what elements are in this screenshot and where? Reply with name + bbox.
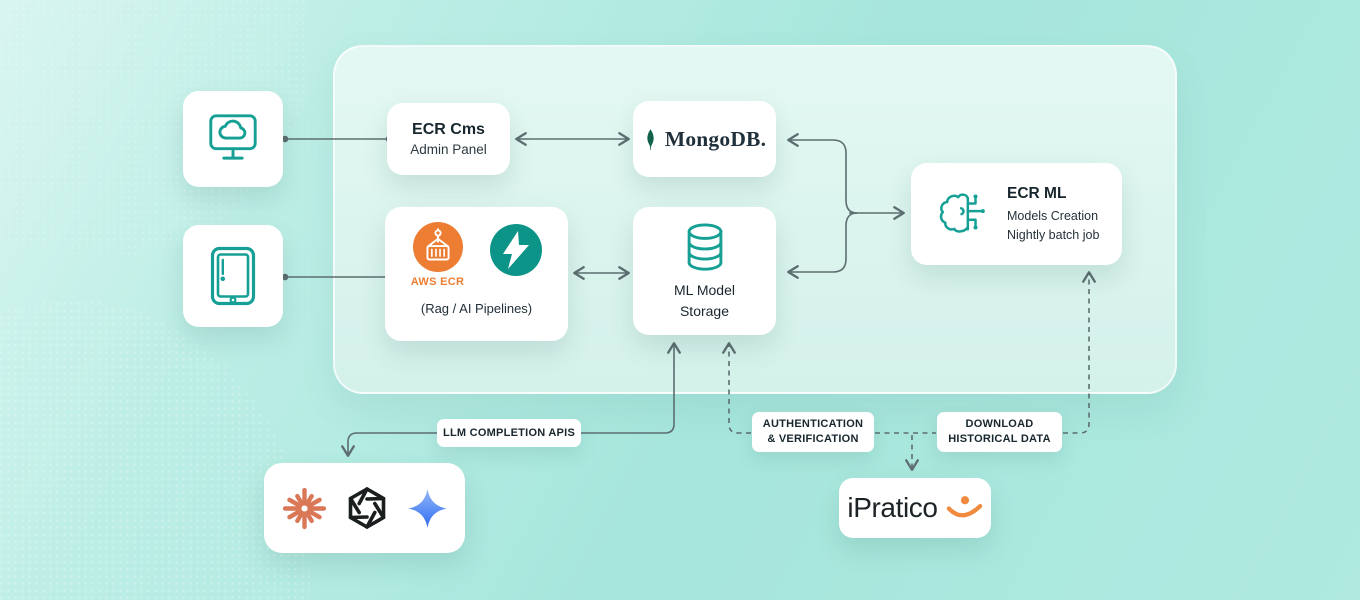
ipratico-smile-icon xyxy=(946,496,982,518)
rag-caption: (Rag / AI Pipelines) xyxy=(420,301,533,316)
anthropic-sunburst-icon xyxy=(282,487,326,529)
dotted-texture-bottom-left xyxy=(0,300,310,600)
mongodb-node: MongoDB. xyxy=(633,101,776,177)
tablet-icon xyxy=(210,246,256,306)
ipratico-wordmark: iPratico xyxy=(847,492,938,523)
llm-providers-node xyxy=(264,463,465,553)
rag-pipelines-node: AWS ECR (Rag / AI Pipelines) xyxy=(385,207,568,341)
llm-completion-apis-label: LLM COMPLETION APIS xyxy=(437,419,581,447)
ecr-ml-node: ECR ML Models Creation Nightly batch job xyxy=(911,163,1122,265)
authentication-verification-label: AUTHENTICATION & VERIFICATION xyxy=(752,412,874,452)
llm-label-text: LLM COMPLETION APIS xyxy=(442,426,576,439)
ml-model-storage-node: ML Model Storage xyxy=(633,207,776,335)
aws-ecr-icon xyxy=(412,222,463,272)
aws-ecr-label: AWS ECR xyxy=(410,276,465,288)
mongodb-leaf-icon xyxy=(647,128,654,150)
openai-icon xyxy=(348,487,385,529)
ml-storage-line2: Storage xyxy=(679,302,730,319)
ecr-ml-line2: Nightly batch job xyxy=(1007,227,1100,242)
ecr-ml-title: ECR ML xyxy=(1007,185,1067,203)
ecr-cms-title: ECR Cms xyxy=(412,121,485,138)
download-label-line2: HISTORICAL DATA xyxy=(948,433,1051,445)
ecr-cms-subtitle: Admin Panel xyxy=(410,142,487,157)
gemini-star-icon xyxy=(407,488,447,528)
ipratico-node: iPratico xyxy=(839,478,991,538)
monitor-cloud-icon xyxy=(209,114,257,160)
ml-storage-line1: ML Model xyxy=(674,281,735,298)
mongodb-wordmark: MongoDB. xyxy=(664,126,767,151)
download-historical-data-label: DOWNLOAD HISTORICAL DATA xyxy=(937,412,1062,452)
desktop-client-node xyxy=(183,91,283,187)
database-icon xyxy=(687,222,722,271)
tablet-client-node xyxy=(183,225,283,327)
link-llm-logos xyxy=(341,432,437,457)
auth-label-line1: AUTHENTICATION xyxy=(762,418,864,431)
ml-storage-label: ML Model Storage xyxy=(674,280,735,322)
auth-label-line2: & VERIFICATION xyxy=(767,433,859,445)
ecr-ml-line1: Models Creation xyxy=(1007,209,1099,224)
download-label-line1: DOWNLOAD xyxy=(965,418,1034,431)
brain-circuit-icon xyxy=(939,193,985,233)
ecr-cms-node: ECR Cms Admin Panel xyxy=(387,103,510,175)
fastapi-bolt-icon xyxy=(490,224,543,276)
